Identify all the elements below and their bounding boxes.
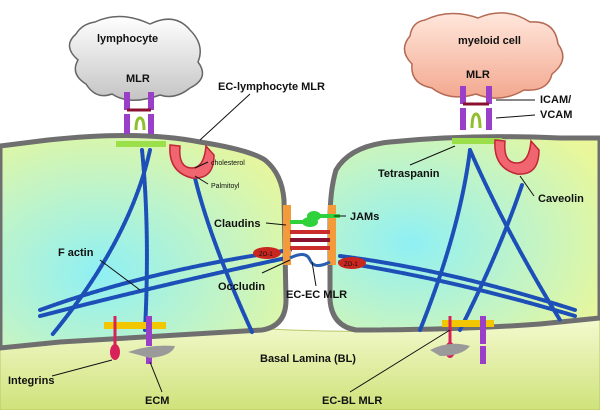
label-zo1-right: ZO-1 [344,262,358,268]
label-tetraspanin: Tetraspanin [378,168,440,180]
left-endothelial-cell [0,132,289,351]
label-lymphocyte: lymphocyte [97,33,158,45]
lymphocyte-cell [68,15,204,101]
label-claudins: Claudins [214,218,260,230]
label-ec-bl-mlr: EC-BL MLR [322,395,382,407]
label-ecm: ECM [145,395,169,407]
label-jams: JAMs [350,211,379,223]
label-mlr-right: MLR [466,69,490,81]
label-icam-vcam-1: ICAM/ [540,94,571,106]
integrins-right [430,316,494,364]
label-basal-lamina: Basal Lamina (BL) [260,353,356,365]
caveola-left [169,144,215,179]
label-ec-ec-mlr: EC-EC MLR [286,289,347,301]
right-endothelial-cell [327,134,600,333]
actin-filaments [38,148,577,337]
label-integrins: Integrins [8,375,54,387]
leader-lines [51,93,536,393]
caveola-right [494,139,540,175]
label-ec-lymphocyte-mlr: EC-lymphocyte MLR [218,81,325,93]
label-caveolin: Caveolin [538,193,584,205]
label-mlr-left: MLR [126,73,150,85]
label-occludin: Occludin [218,281,265,293]
myeloid-cell [403,12,564,99]
raft-right-top [452,138,502,144]
label-zo1-left: ZO-1 [259,252,273,258]
label-myeloid-cell: myeloid cell [458,35,521,47]
raft-left-top [116,141,166,147]
label-icam-vcam-2: VCAM [540,109,572,121]
cell-junction [253,205,366,269]
mlr-receptors-right [460,86,492,130]
label-palmitoyl: Palmitoyl [211,183,240,190]
mlr-receptors-left [124,92,154,134]
label-cholesterol: cholesterol [211,160,245,167]
label-f-actin: F actin [58,247,94,259]
integrins-left [104,316,175,364]
